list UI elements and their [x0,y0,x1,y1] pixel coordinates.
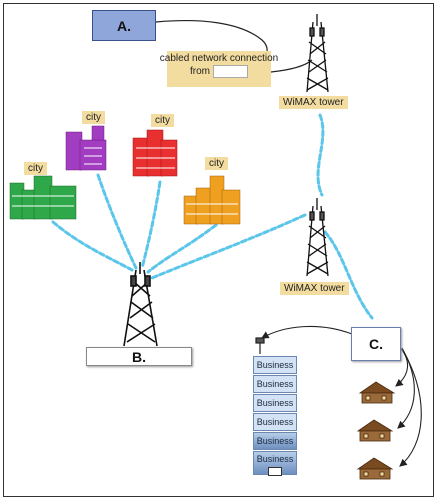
tower-label-top: WiMAX tower [279,96,348,109]
business-floor-2: Business [253,375,297,393]
building-antenna [255,337,265,354]
house-1 [358,381,396,404]
house-3 [356,457,394,480]
box-c: C. [351,327,401,361]
city-label-red: city [151,114,174,127]
house-2 [356,419,394,442]
building-door [268,467,282,476]
business-floor-4: Business [253,413,297,431]
cable-label-line1: cabled network connection [159,53,279,64]
box-b: B. [86,347,192,366]
wimax-tower-top [306,14,329,93]
city-orange [183,175,241,225]
c-arrows [261,325,422,467]
city-red [132,129,178,177]
tower-label-mid: WiMAX tower [280,282,349,295]
city-label-purple: city [82,111,105,124]
wimax-tower-mid [306,198,329,277]
business-floor-3: Business [253,394,297,412]
box-a: A. [92,10,156,41]
cable-source-field [213,65,248,78]
wimax-tower-b [123,262,158,347]
city-green [9,175,77,220]
city-label-green: city [24,162,47,175]
business-floor-5: Business [253,432,297,450]
city-purple [65,125,107,171]
cable-label: cabled network connection from [160,51,278,87]
city-label-orange: city [205,157,228,170]
cable-label-line2: from [190,66,210,77]
business-floor-1: Business [253,356,297,374]
wireless-links [51,113,374,320]
